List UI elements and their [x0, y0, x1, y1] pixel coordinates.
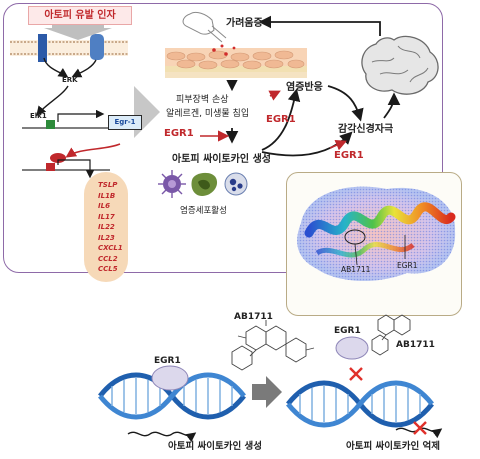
trigger-arrow — [44, 24, 112, 40]
sensory-nerve-label: 감각신경자극 — [338, 124, 394, 135]
egr1-label-cytokine: EGR1 — [164, 128, 194, 139]
egr1-ab1711-structure — [297, 186, 456, 281]
ab1711-right-label: AB1711 — [396, 340, 435, 350]
mediator-item: IL6 — [98, 202, 110, 210]
barrier-damage-label: 피부장벽 손상 — [176, 95, 229, 105]
egr1-label-inflammation: EGR1 — [266, 114, 296, 125]
transition-arrow — [252, 376, 282, 408]
binding-blocked-x-icon — [349, 367, 363, 381]
ab1711-top-label: AB1711 — [234, 312, 273, 322]
inflammatory-cell-activation-label: 염증세포활성 — [180, 206, 227, 216]
egr1-label-sensory: EGR1 — [334, 150, 364, 161]
mediator-item: TSLP — [98, 181, 118, 189]
skin-layers — [165, 44, 307, 78]
mediator-item: CCL5 — [98, 265, 118, 273]
egr1-right-label: EGR1 — [334, 326, 361, 336]
protein-structure-inset: AB1711 EGR1 — [286, 172, 462, 316]
mediator-item: IL22 — [98, 223, 115, 231]
mediator-item: IL23 — [98, 233, 115, 242]
cytokine-production-label: 아토피 싸이토카인 생성 — [172, 154, 271, 165]
cytokine-suppressed-x-icon — [413, 421, 427, 435]
brain-icon — [361, 35, 439, 95]
mediator-item: IL17 — [98, 212, 115, 221]
caption-cytokine-suppression: 아토피 싸이토카인 억제 — [346, 441, 441, 452]
trigger-label: 아토피 유발 인자 — [28, 6, 132, 25]
allergen-invasion-label: 알레르겐, 미생물 침입 — [166, 109, 250, 119]
mediator-item: IL1B — [98, 191, 116, 200]
erk-label: ERK — [62, 76, 78, 84]
caption-cytokine-production: 아토피 싸이토카인 생성 — [168, 441, 263, 452]
inset-ab1711-label: AB1711 — [341, 265, 371, 274]
egr1-free-protein — [335, 336, 369, 360]
elk1-label: Elk1 — [30, 112, 47, 120]
ab1711-bound-structure — [371, 314, 411, 356]
egr1-bound-protein — [151, 365, 189, 391]
dna-helix-left — [98, 372, 246, 420]
inflammatory-cells — [158, 170, 248, 198]
egr1-left-label: EGR1 — [154, 356, 181, 366]
pruritus-label: 가려움증 — [226, 18, 263, 29]
mediator-item: CCL2 — [98, 254, 118, 263]
hand-icon — [182, 11, 227, 43]
inflammation-label: 염증반응 — [286, 82, 323, 93]
cytokine-mediator-list: TSLP IL1B IL6 IL17 IL22 IL23 CXCL1 CCL2 … — [84, 172, 128, 282]
ab1711-molecule-structure — [231, 320, 315, 371]
dna-helix-right — [286, 380, 434, 428]
inset-egr1-label: EGR1 — [397, 261, 418, 270]
mediator-item: CXCL1 — [98, 244, 123, 252]
egr1-gene-box: Egr-1 — [108, 115, 142, 130]
cell-membrane — [10, 34, 128, 62]
